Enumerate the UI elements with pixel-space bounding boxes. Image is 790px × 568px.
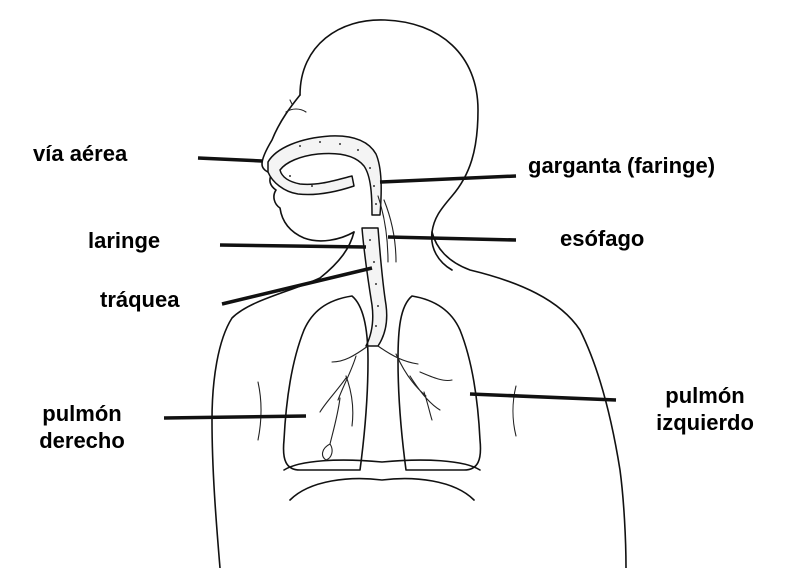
left-lung — [398, 296, 480, 470]
leader-via-aerea — [198, 158, 262, 161]
diaphragm — [284, 460, 480, 500]
eye — [286, 100, 306, 112]
leader-esofago — [388, 237, 516, 240]
leader-garganta — [380, 176, 516, 182]
label-pulmon-derecho-line2: derecho — [14, 427, 150, 454]
bronchi — [320, 346, 452, 460]
leader-pulmon-derecho — [164, 416, 306, 418]
label-pulmon-derecho: pulmón derecho — [14, 400, 150, 454]
label-pulmon-izquierdo-line2: izquierdo — [630, 409, 780, 436]
arm-crease-left — [513, 386, 516, 436]
nasal-airway — [268, 136, 381, 215]
leader-laringe — [220, 245, 366, 247]
label-laringe: laringe — [88, 227, 160, 254]
label-traquea: tráquea — [100, 286, 179, 313]
neck-front — [212, 232, 354, 568]
label-via-aerea: vía aérea — [33, 140, 127, 167]
arm-crease-right — [258, 382, 261, 440]
label-esofago: esófago — [560, 225, 644, 252]
label-garganta-faringe: garganta (faringe) — [528, 152, 715, 179]
right-lung — [284, 296, 368, 470]
leader-pulmon-izquierdo — [470, 394, 616, 400]
label-pulmon-izquierdo-line1: pulmón — [630, 382, 780, 409]
leader-traquea — [222, 268, 372, 304]
label-pulmon-izquierdo: pulmón izquierdo — [630, 382, 780, 436]
label-pulmon-derecho-line1: pulmón — [14, 400, 150, 427]
